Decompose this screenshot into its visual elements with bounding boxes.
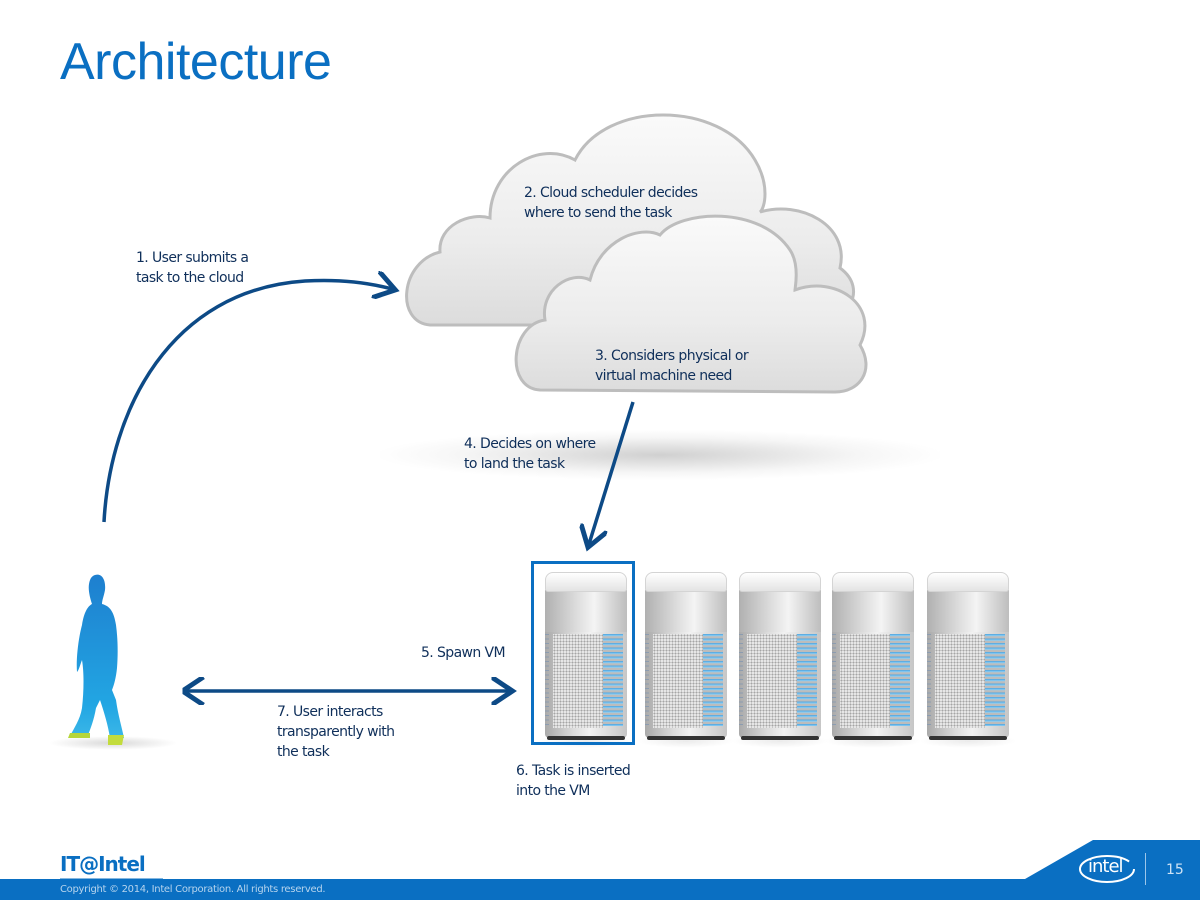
server[interactable]	[637, 572, 735, 748]
arrow-user-to-cloud	[102, 280, 392, 523]
footer-divider	[1145, 853, 1146, 885]
selected-server-highlight	[531, 561, 635, 745]
cloud-front-icon	[514, 214, 868, 394]
step-4-label: 4. Decides on where to land the task	[464, 436, 596, 472]
intel-logo-icon	[1079, 855, 1135, 883]
server[interactable]	[824, 572, 922, 748]
shoe-left	[68, 733, 90, 738]
step-5-label: 5. Spawn VM	[421, 645, 506, 661]
slide-title: Architecture	[60, 33, 332, 91]
step-1-label: 1. User submits a task to the cloud	[136, 250, 249, 286]
server[interactable]	[919, 572, 1017, 748]
arrow-cloud-to-server	[589, 401, 635, 544]
intel-logo-text: intel	[1088, 856, 1124, 877]
step-6-label: 6. Task is inserted into the VM	[516, 763, 631, 799]
copyright-text: Copyright © 2014, Intel Corporation. All…	[60, 884, 326, 895]
cloud-shadow	[380, 430, 940, 480]
server[interactable]	[731, 572, 829, 748]
it-at-intel-logo: IT@Intel	[60, 852, 146, 876]
step-3-label: 3. Considers physical or virtual machine…	[595, 348, 749, 384]
step-7-label: 7. User interacts transparently with the…	[277, 704, 395, 760]
shoe-right	[108, 735, 124, 745]
page-number: 15	[1166, 862, 1184, 878]
step-2-label: 2. Cloud scheduler decides where to send…	[524, 185, 698, 221]
